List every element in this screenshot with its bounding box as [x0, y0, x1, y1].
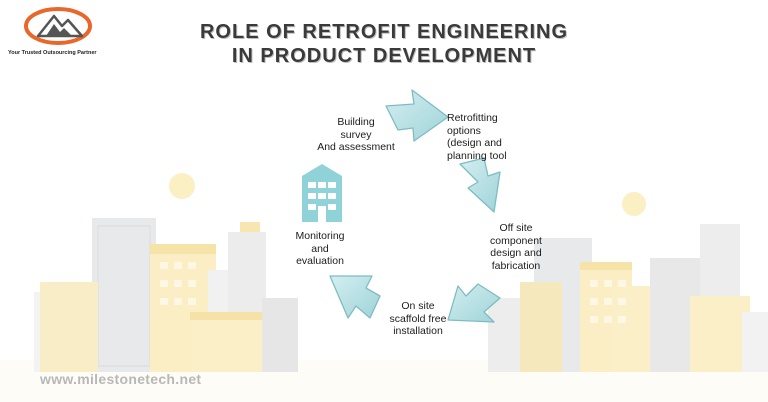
step-building-survey: Building survey And assessment — [317, 116, 395, 153]
step-monitoring-evaluation: Monitoring and evaluation — [295, 230, 345, 267]
cycle-arrow-2 — [459, 157, 501, 213]
website-url: www.milestonetech.net — [40, 371, 202, 387]
right-skyline — [488, 192, 768, 372]
cycle-arrow-1 — [385, 89, 449, 142]
page-title: ROLE OF RETROFIT ENGINEERING IN PRODUCT … — [0, 20, 768, 68]
step-onsite-installation: On site scaffold free installation — [389, 300, 447, 337]
milestone-logo — [24, 7, 92, 45]
title-line-1: ROLE OF RETROFIT ENGINEERING — [199, 21, 568, 43]
step-offsite-fabrication: Off site component design and fabricatio… — [490, 222, 542, 272]
left-skyline — [34, 173, 298, 372]
building-icon — [302, 164, 342, 222]
step-retrofitting-options: Retrofitting options (design and plannin… — [447, 112, 507, 162]
logo-tagline: Your Trusted Outsourcing Partner — [8, 50, 97, 56]
cycle-arrow-4 — [329, 275, 381, 319]
title-line-2: IN PRODUCT DEVELOPMENT — [231, 45, 537, 67]
cycle-arrow-3 — [447, 283, 501, 323]
